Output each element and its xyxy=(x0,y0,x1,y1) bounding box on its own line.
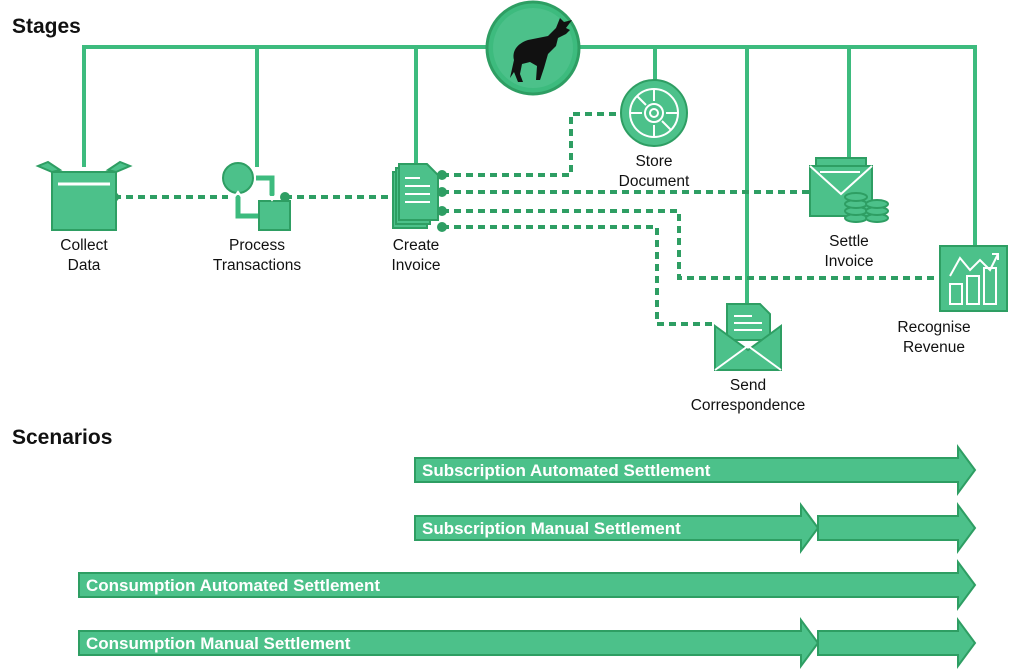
scenario-arrow: Consumption Manual Settlement xyxy=(78,616,977,670)
flow-lines xyxy=(114,112,940,326)
stage-label-send: Send Correspondence xyxy=(668,376,828,416)
stage-label-collect: Collect Data xyxy=(4,236,164,276)
scenario-label: Consumption Manual Settlement xyxy=(86,634,351,653)
stage-label-settle: Settle Invoice xyxy=(769,232,929,272)
scenario-arrows: Subscription Automated Settlement Subscr… xyxy=(78,443,977,670)
stage-label-line: Store xyxy=(635,153,673,170)
scenario-arrow: Consumption Automated Settlement xyxy=(78,558,977,612)
stage-label-process: Process Transactions xyxy=(177,236,337,276)
stage-label-line: Invoice xyxy=(391,257,441,274)
scenarios-heading: Scenarios xyxy=(12,426,113,449)
process-cycle-icon xyxy=(222,162,291,231)
stage-label-line: Send xyxy=(729,377,767,394)
scenario-arrow: Subscription Manual Settlement xyxy=(414,501,977,555)
scenario-arrow: Subscription Automated Settlement xyxy=(414,443,977,497)
stage-label-line: Recognise xyxy=(897,319,971,336)
envelope-coins-icon xyxy=(809,157,889,223)
stage-label-line: Transactions xyxy=(212,257,302,274)
stage-label-line: Collect xyxy=(60,237,108,254)
open-box-icon xyxy=(35,160,133,231)
stage-label-invoice: Create Invoice xyxy=(336,236,496,276)
stage-label-line: Create xyxy=(392,237,440,254)
rising-chart-icon xyxy=(939,245,1008,312)
open-envelope-letter-icon xyxy=(714,303,782,371)
stage-label-line: Document xyxy=(618,173,690,190)
scenario-label: Consumption Automated Settlement xyxy=(86,576,380,595)
stage-label-store: Store Document xyxy=(574,152,734,192)
stage-label-line: Settle xyxy=(829,233,869,250)
stage-label-revenue: Recognise Revenue xyxy=(854,318,1014,358)
stage-label-line: Correspondence xyxy=(690,397,806,414)
stage-label-line: Data xyxy=(67,257,101,274)
document-stack-icon xyxy=(392,163,439,229)
scenario-label: Subscription Automated Settlement xyxy=(422,461,711,480)
bull-icon xyxy=(485,0,581,96)
stage-label-line: Invoice xyxy=(824,253,874,270)
vault-dial-icon xyxy=(620,79,688,147)
scenario-label: Subscription Manual Settlement xyxy=(422,519,681,538)
stages-heading: Stages xyxy=(12,15,81,38)
stage-label-line: Revenue xyxy=(902,339,966,356)
stage-label-line: Process xyxy=(229,237,285,254)
